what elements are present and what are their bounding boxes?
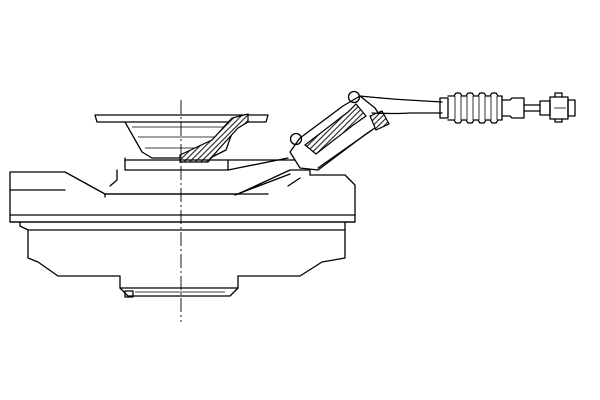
clutch-housing	[9, 169, 356, 223]
pin-upper	[347, 90, 361, 104]
sensor-actuator-sleeve	[287, 95, 390, 187]
electrical-connector	[539, 92, 576, 123]
cable-bellows-boot	[439, 92, 525, 124]
mounting-flange	[94, 113, 269, 163]
sensor-cable	[359, 95, 443, 115]
hub-neck	[109, 157, 296, 187]
lower-rotor-body	[19, 221, 346, 298]
pin-lower	[289, 132, 303, 146]
connector-lead	[523, 104, 541, 112]
